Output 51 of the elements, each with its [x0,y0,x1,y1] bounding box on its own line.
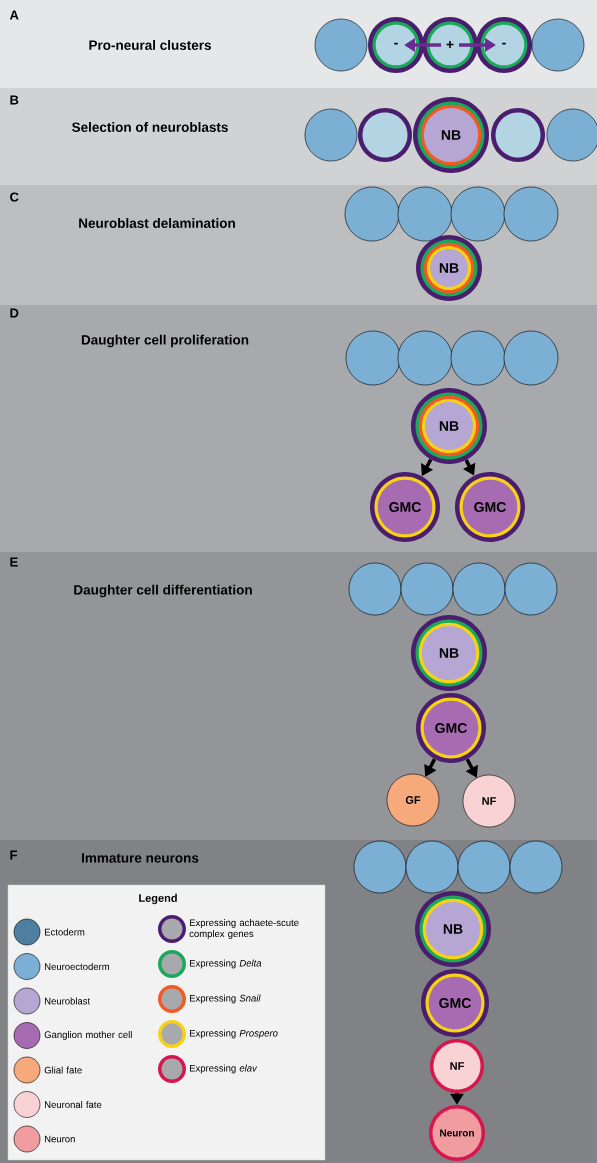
cell [452,562,506,616]
legend-text: Neuronal fate [45,1101,102,1108]
cell: Neuron [429,1105,485,1161]
legend-text: Ganglion mother cell [44,1031,132,1040]
cell: NB [416,235,482,301]
cell: - [368,17,424,73]
cell: NB [413,97,489,173]
cell [450,330,506,386]
cell [397,186,453,242]
legend-text: Glial fate [44,1066,82,1074]
cell [348,562,402,616]
cell [509,840,563,894]
cell: + [422,17,478,73]
legend-text: Neuroectoderm [45,963,110,970]
cell: - [476,17,532,73]
cell [503,330,559,386]
legend-text: Neuroblast [45,997,91,1005]
cell [397,330,453,386]
cell: GF [386,773,440,827]
legend-text: Expressing Delta [190,959,262,969]
cell [491,108,545,162]
cell [353,840,407,894]
cell: GMC [421,969,489,1037]
cell [504,562,558,616]
legend-text: Neuron [45,1135,75,1143]
cell: NF [430,1039,484,1093]
cell [503,186,559,242]
cell: GMC [370,472,440,542]
cell [345,330,401,386]
cell: NB [411,615,487,691]
cell [400,562,454,616]
cell [457,840,511,894]
cell [405,840,459,894]
legend-text: Expressing elav [190,1064,258,1074]
cell [344,186,400,242]
cell [358,108,412,162]
legend-text: Expressing achaete-scute complex genes [189,919,299,939]
cell [546,108,597,162]
cell: NB [411,388,487,464]
cell [304,108,358,162]
legend-text: Expressing Snail [190,994,261,1004]
cell: NF [462,774,516,828]
cell: NB [415,891,491,967]
legend-text: Ectoderm [45,928,85,936]
cell [314,18,368,72]
cell: GMC [455,472,525,542]
legend-text: Expressing Prospero [190,1029,278,1039]
cell [450,186,506,242]
legend-title: Legend [139,893,177,905]
cell [531,18,585,72]
cell: GMC [416,693,486,763]
